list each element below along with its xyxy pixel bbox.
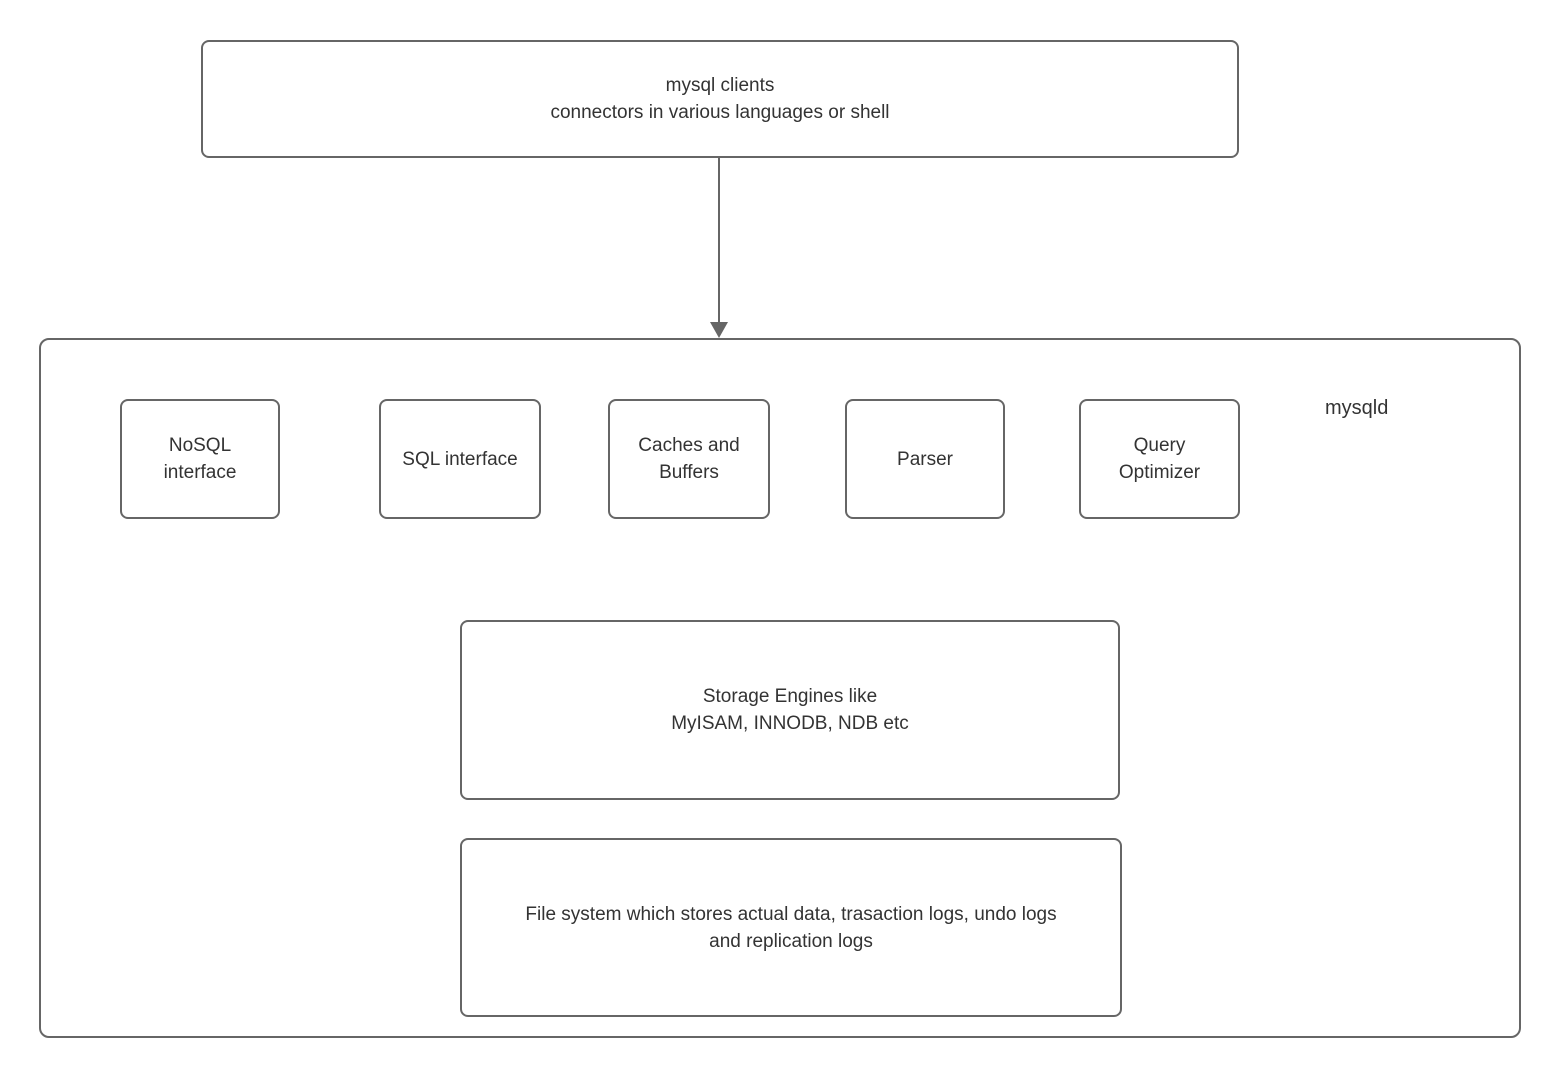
node-sql-interface-label: SQL interface — [402, 448, 518, 470]
node-nosql-interface-label: NoSQL interface — [163, 435, 237, 483]
storage-engines-line1: Storage Engines like — [702, 686, 878, 707]
mysql-clients-line2: connectors in various languages or shell — [550, 102, 890, 123]
node-storage-engines: Storage Engines like MyISAM, INNODB, NDB… — [460, 620, 1120, 800]
node-sql-interface: SQL interface — [379, 399, 541, 519]
storage-engines-line2: MyISAM, INNODB, NDB etc — [671, 713, 909, 734]
node-caches-and-buffers: Caches and Buffers — [608, 399, 770, 519]
node-caches-and-buffers-label: Caches and Buffers — [638, 435, 740, 483]
file-system-line2: and replication logs — [709, 930, 873, 952]
mysqld-label: mysqld — [1325, 397, 1389, 419]
node-nosql-interface: NoSQL interface — [120, 399, 280, 519]
node-parser-label: Parser — [897, 448, 953, 470]
mysql-clients-line1: mysql clients — [665, 75, 775, 96]
node-mysql-clients: mysql clients connectors in various lang… — [201, 40, 1239, 158]
node-query-optimizer-label: Query Optimizer — [1118, 435, 1201, 483]
node-file-system: File system which stores actual data, tr… — [460, 838, 1122, 1017]
arrow-down-connector-line — [718, 158, 720, 324]
arrow-down-icon — [710, 322, 728, 338]
node-parser: Parser — [845, 399, 1005, 519]
file-system-line1: File system which stores actual data, tr… — [525, 903, 1057, 925]
node-query-optimizer: Query Optimizer — [1079, 399, 1240, 519]
